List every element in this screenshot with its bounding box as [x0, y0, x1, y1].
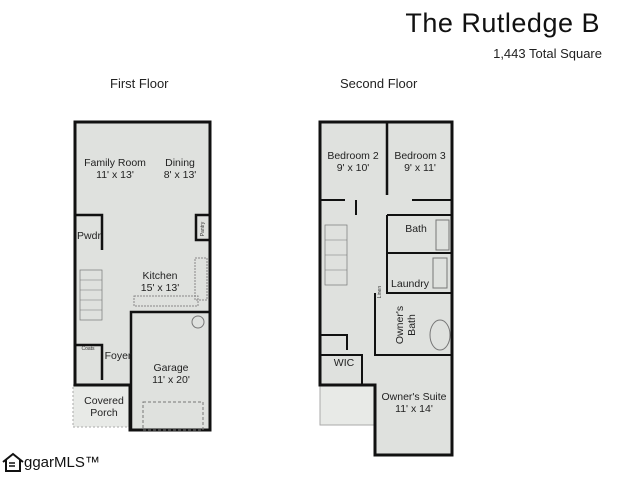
- first-floor-plan: Family Room 11' x 13' Dining 8' x 13' Pw…: [72, 120, 212, 432]
- mls-logo: ggarMLS™: [2, 452, 100, 472]
- wic-label: WIC: [334, 357, 355, 369]
- pantry-wall: [194, 213, 210, 242]
- second-floor-label: Second Floor: [340, 76, 418, 91]
- family-room-label: Family Room: [84, 157, 146, 169]
- bedroom-3-label: Bedroom 3: [394, 150, 446, 162]
- dining-label: Dining: [165, 157, 195, 169]
- first-floor-label: First Floor: [110, 76, 169, 91]
- powder-wall: [75, 213, 104, 250]
- kitchen-label: Kitchen: [142, 270, 177, 282]
- kitchen-counter: [133, 295, 199, 307]
- garage-door: [142, 401, 204, 431]
- kitchen-range: [194, 257, 208, 301]
- plan-title: The Rutledge B: [405, 8, 600, 38]
- pantry-label: Pantry: [200, 221, 206, 236]
- porch-roof-area: [319, 384, 376, 426]
- coats-wall: [75, 343, 104, 380]
- coats-label: Coats: [81, 346, 95, 352]
- bath-label: Bath: [405, 223, 427, 235]
- washer-dryer: [432, 257, 448, 289]
- porch-label: Covered: [84, 395, 124, 407]
- logo-text: ggarMLS™: [24, 453, 100, 471]
- bedroom-2-label: Bedroom 2: [327, 150, 379, 162]
- owners-bath-label-2: Bath: [406, 314, 418, 336]
- family-room-size: 11' x 13': [96, 169, 134, 181]
- garage-wall: [129, 310, 210, 430]
- owners-suite-size: 11' x 14': [395, 403, 433, 415]
- wic-walls: [320, 334, 363, 385]
- owners-suite-label: Owner's Suite: [381, 391, 446, 403]
- garage-size: 11' x 20': [152, 374, 190, 386]
- stairs: [79, 269, 103, 321]
- porch-label-2: Porch: [90, 407, 118, 419]
- powder-label: Pwdr: [77, 230, 101, 242]
- plan-square-footage: 1,443 Total Square: [493, 46, 602, 61]
- linen-label: Linen: [377, 286, 383, 298]
- owners-bath-label: Owner's: [394, 306, 406, 344]
- soaking-tub: [429, 319, 451, 351]
- kitchen-size: 15' x 13': [141, 282, 179, 294]
- closet-walls: [320, 199, 452, 216]
- laundry-label: Laundry: [391, 278, 430, 290]
- dining-size: 8' x 13': [164, 169, 197, 181]
- bathtub: [435, 219, 450, 251]
- bath-laundry-walls: [374, 215, 452, 356]
- garage-label: Garage: [153, 362, 188, 374]
- second-floor-plan: Bedroom 2 9' x 10' Bedroom 3 9' x 11' Ba…: [318, 120, 454, 457]
- bedroom-3-size: 9' x 11': [404, 162, 436, 174]
- house-icon: [2, 452, 24, 472]
- water-heater: [191, 315, 205, 329]
- bedroom-2-size: 9' x 10': [337, 162, 370, 174]
- foyer-label: Foyer: [105, 350, 132, 362]
